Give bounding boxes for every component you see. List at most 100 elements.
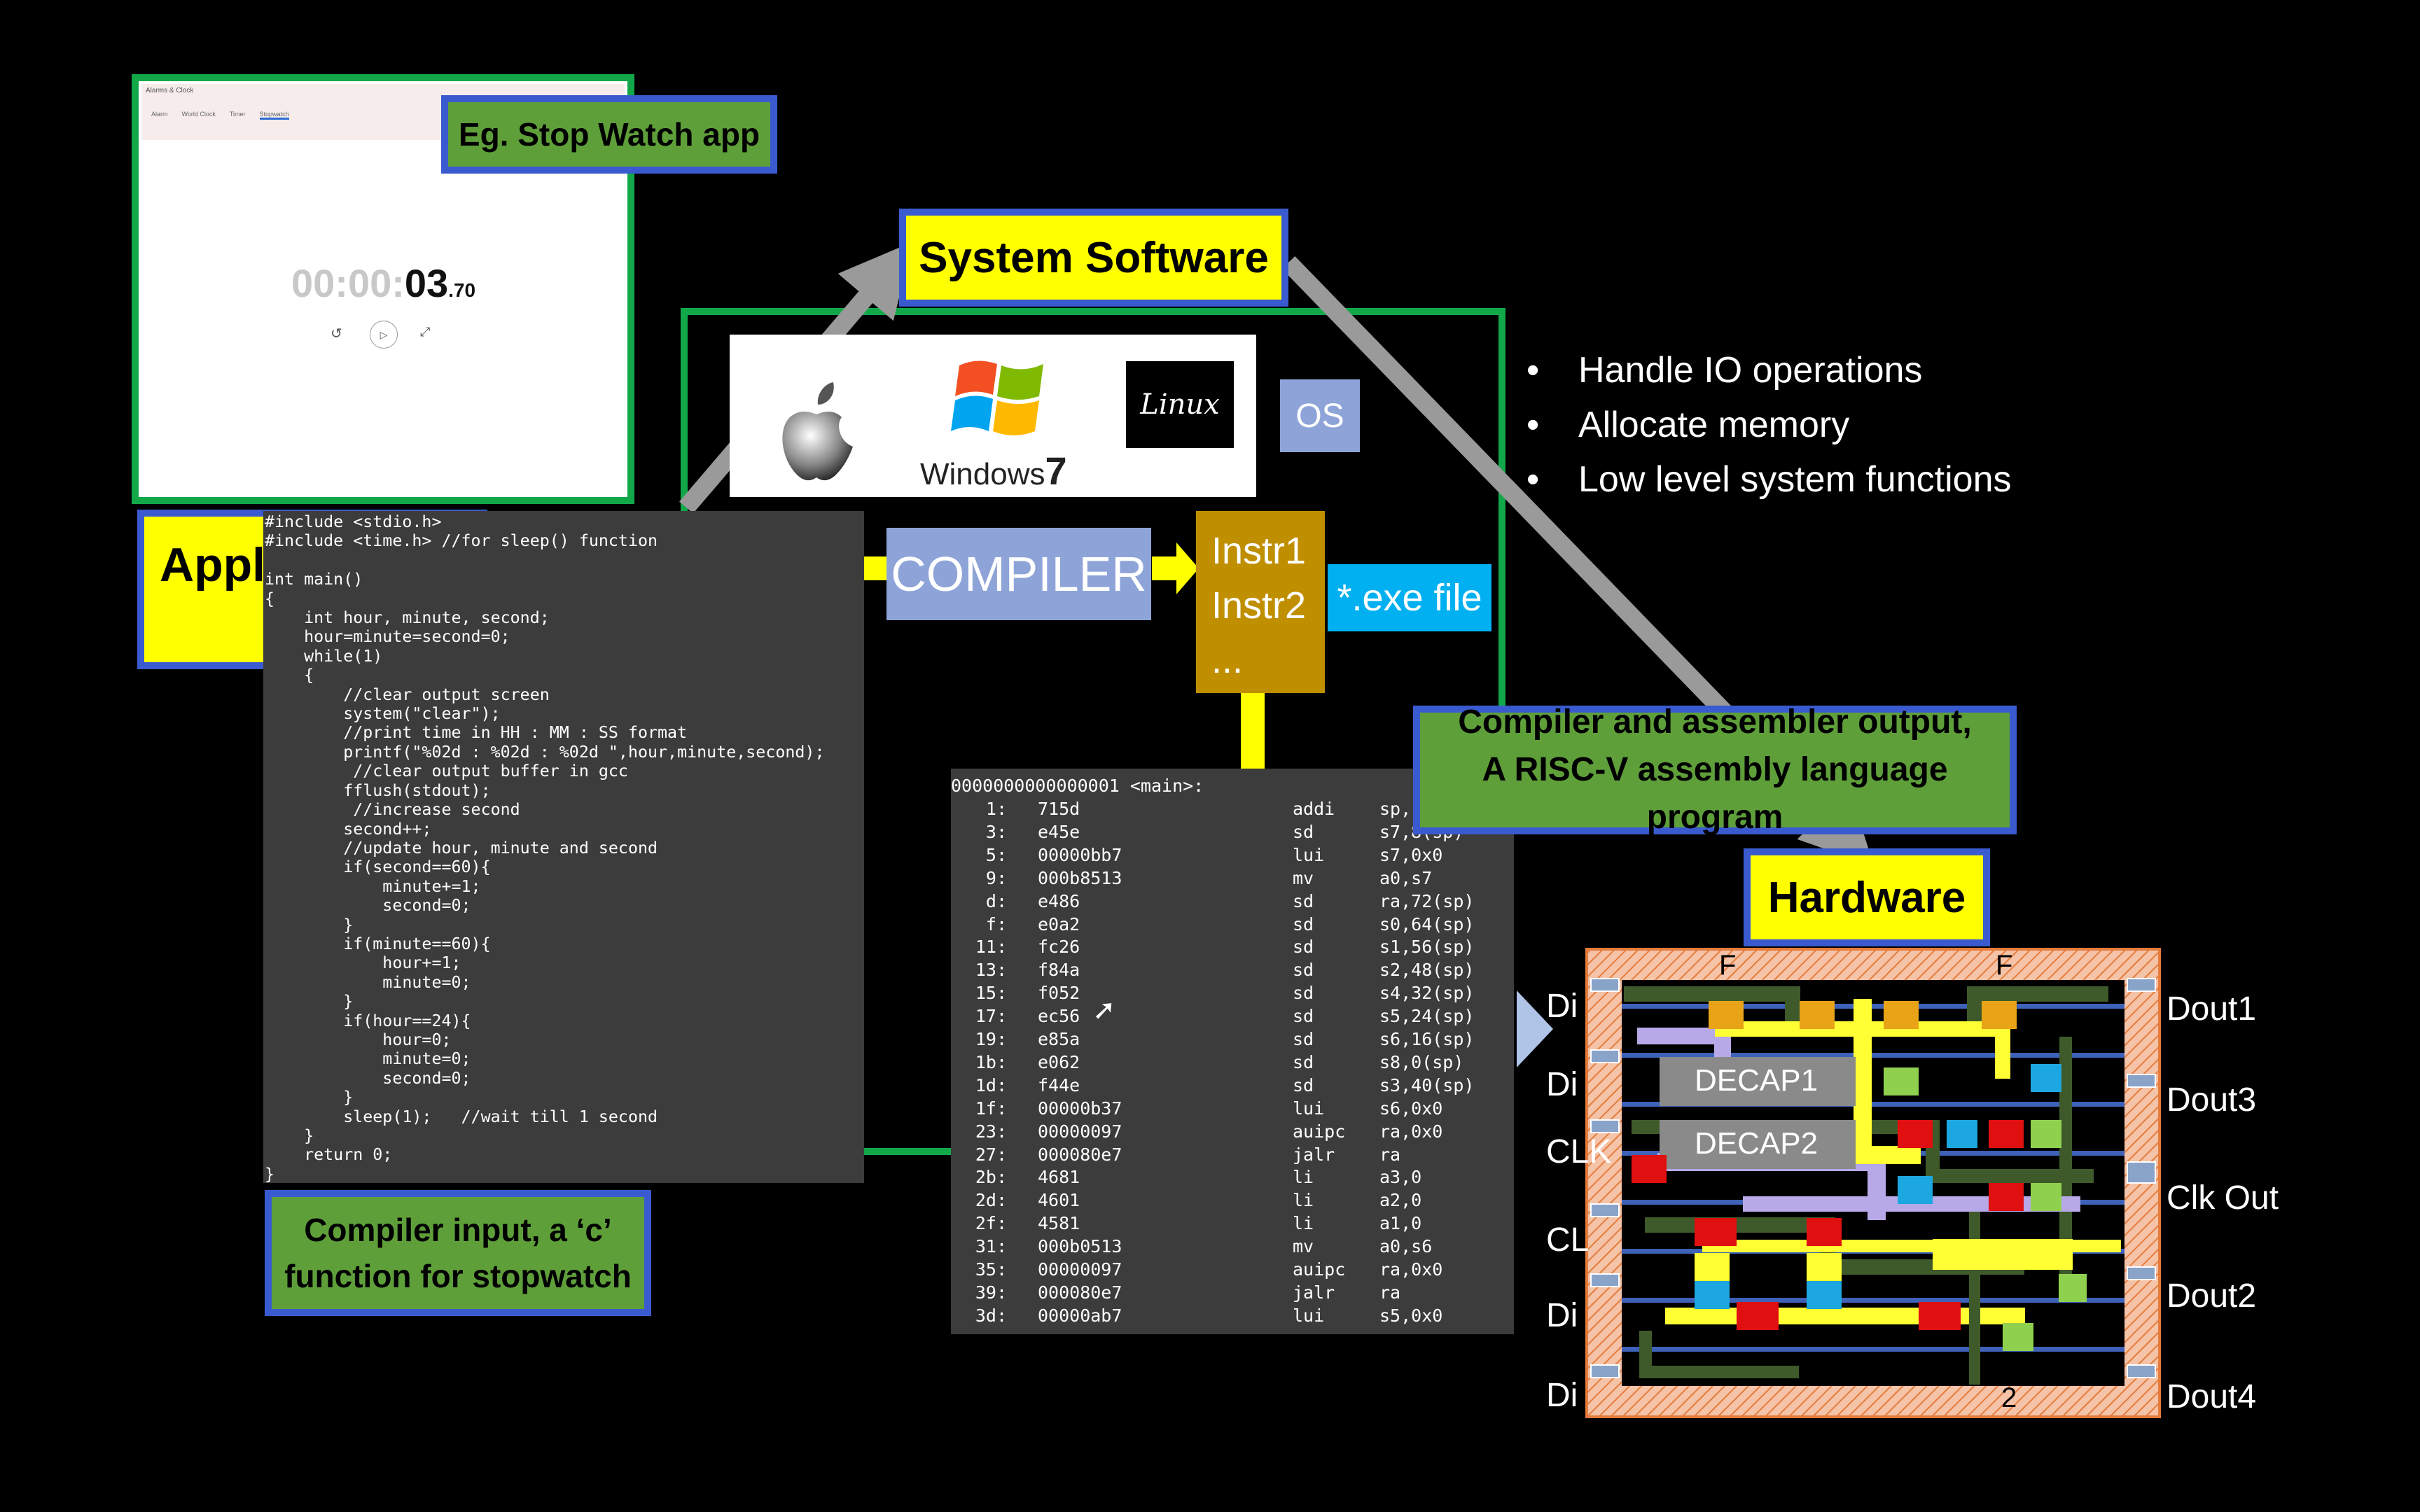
asm-operands: s6,16(sp) (1379, 1029, 1475, 1049)
asm-opcode: ec56 (1038, 1006, 1080, 1027)
bottom-mark: 2 (2001, 1382, 2017, 1413)
asm-mnemonic: sd (1293, 1074, 1314, 1096)
asm-operands: a1,0 (1379, 1213, 1422, 1234)
system-software-label: System Software (899, 209, 1288, 307)
time-dim: 00:00: (291, 261, 405, 305)
asm-opcode: 00000b37 (1038, 1098, 1122, 1119)
asm-opcode: 000b0513 (1038, 1236, 1122, 1257)
asm-offset: 27: (975, 1144, 1007, 1165)
asm-opcode: 4681 (1038, 1167, 1080, 1188)
asm-operands: a3,0 (1379, 1167, 1422, 1188)
window-title: Alarms & Clock (146, 87, 194, 94)
asm-offset: f: (985, 913, 1007, 934)
asm-operands: a2,0 (1379, 1190, 1422, 1211)
asm-opcode: 000b8513 (1038, 867, 1122, 888)
tab-world-clock[interactable]: World Clock (181, 111, 216, 118)
asm-operands: s6,0x0 (1379, 1098, 1443, 1119)
top-mark-right: F (1996, 950, 2012, 981)
asm-opcode: 00000bb7 (1038, 844, 1122, 865)
compiler-to-instr-arrow (1152, 556, 1180, 580)
decap-cell-1 (1660, 1057, 1856, 1106)
asm-offset: 31: (975, 1236, 1007, 1257)
bullet-item: •Allocate memory (1527, 405, 1850, 445)
asm-opcode: e062 (1038, 1051, 1080, 1072)
standard-cells (1632, 1001, 2087, 1351)
assembly-row: d: e486 sd ra,72(sp) (951, 891, 1514, 913)
instructions-box: Instr1 Instr2 ... (1196, 511, 1325, 693)
time-seconds: 03 (404, 261, 449, 305)
play-button[interactable]: ▷ (370, 321, 398, 349)
asm-opcode: 000080e7 (1038, 1282, 1122, 1303)
asm-opcode: e486 (1038, 890, 1080, 911)
asm-opcode: f44e (1038, 1074, 1080, 1096)
pin-label: CL (1546, 1222, 1590, 1259)
asm-mnemonic: li (1293, 1190, 1314, 1211)
asm-opcode: 000080e7 (1038, 1144, 1122, 1165)
stopwatch-tabs: Alarm World Clock Timer Stopwatch (151, 111, 289, 120)
asm-mnemonic: sd (1293, 1029, 1314, 1049)
tab-alarm[interactable]: Alarm (151, 111, 168, 118)
asm-operands: a0,s6 (1379, 1236, 1433, 1257)
asm-offset: 1f: (975, 1098, 1007, 1119)
pin-label: Di (1546, 1066, 1578, 1103)
asm-mnemonic: sd (1293, 890, 1314, 911)
asm-mnemonic: auipc (1293, 1121, 1346, 1142)
instr-to-asm-link (1241, 693, 1265, 770)
asm-mnemonic: li (1293, 1213, 1314, 1234)
asm-offset: 1b: (975, 1051, 1007, 1072)
asm-operands: sp, (1379, 799, 1412, 819)
asm-operands: s0,64(sp) (1379, 913, 1475, 934)
asm-operands: ra,0x0 (1379, 1259, 1443, 1280)
asm-to-hardware-arrow (1517, 990, 1553, 1068)
asm-offset: 9: (985, 867, 1007, 888)
asm-mnemonic: sd (1293, 960, 1314, 981)
tab-timer[interactable]: Timer (229, 111, 246, 118)
asm-mnemonic: auipc (1293, 1259, 1346, 1280)
asm-opcode: 4581 (1038, 1213, 1080, 1234)
asm-operands: ra (1379, 1144, 1401, 1165)
stopwatch-label: Eg. Stop Watch app (441, 95, 777, 174)
decap-cell-2 (1660, 1120, 1856, 1169)
asm-offset: 15: (975, 983, 1007, 1004)
reset-icon[interactable]: ↺ (331, 326, 342, 342)
asm-offset: 2f: (975, 1213, 1007, 1234)
exe-file-box: *.exe file (1328, 564, 1491, 631)
asm-offset: 13: (975, 960, 1007, 981)
expand-icon[interactable]: ⤢ (420, 325, 431, 339)
apple-logo-icon (782, 382, 853, 481)
linux-logo: Linux (1126, 361, 1234, 448)
asm-operands: s4,32(sp) (1379, 983, 1475, 1004)
top-mark-left: F (1719, 950, 1736, 981)
asm-opcode: 715d (1038, 799, 1080, 819)
asm-offset: d: (985, 890, 1007, 911)
asm-offset: 1d: (975, 1074, 1007, 1096)
asm-offset: 35: (975, 1259, 1007, 1280)
asm-offset: 17: (975, 1006, 1007, 1027)
asm-operands: s1,56(sp) (1379, 937, 1475, 958)
asm-mnemonic: sd (1293, 913, 1314, 934)
asm-opcode: e85a (1038, 1029, 1080, 1049)
decap-1-label: DECAP1 (1695, 1063, 1818, 1098)
hardware-label: Hardware (1744, 848, 1990, 946)
os-label: OS (1280, 379, 1360, 452)
asm-offset: 11: (975, 937, 1007, 958)
asm-mnemonic: sd (1293, 937, 1314, 958)
asm-operands: ra,72(sp) (1379, 890, 1475, 911)
asm-operands: s5,0x0 (1379, 1305, 1443, 1326)
tab-stopwatch[interactable]: Stopwatch (259, 111, 289, 120)
asm-mnemonic: lui (1293, 1305, 1325, 1326)
pin-label: Dout1 (2167, 990, 2257, 1028)
windows-logo-icon (951, 360, 1043, 435)
asm-opcode: f052 (1038, 983, 1080, 1004)
asm-mnemonic: sd (1293, 1006, 1314, 1027)
asm-opcode: f84a (1038, 960, 1080, 981)
